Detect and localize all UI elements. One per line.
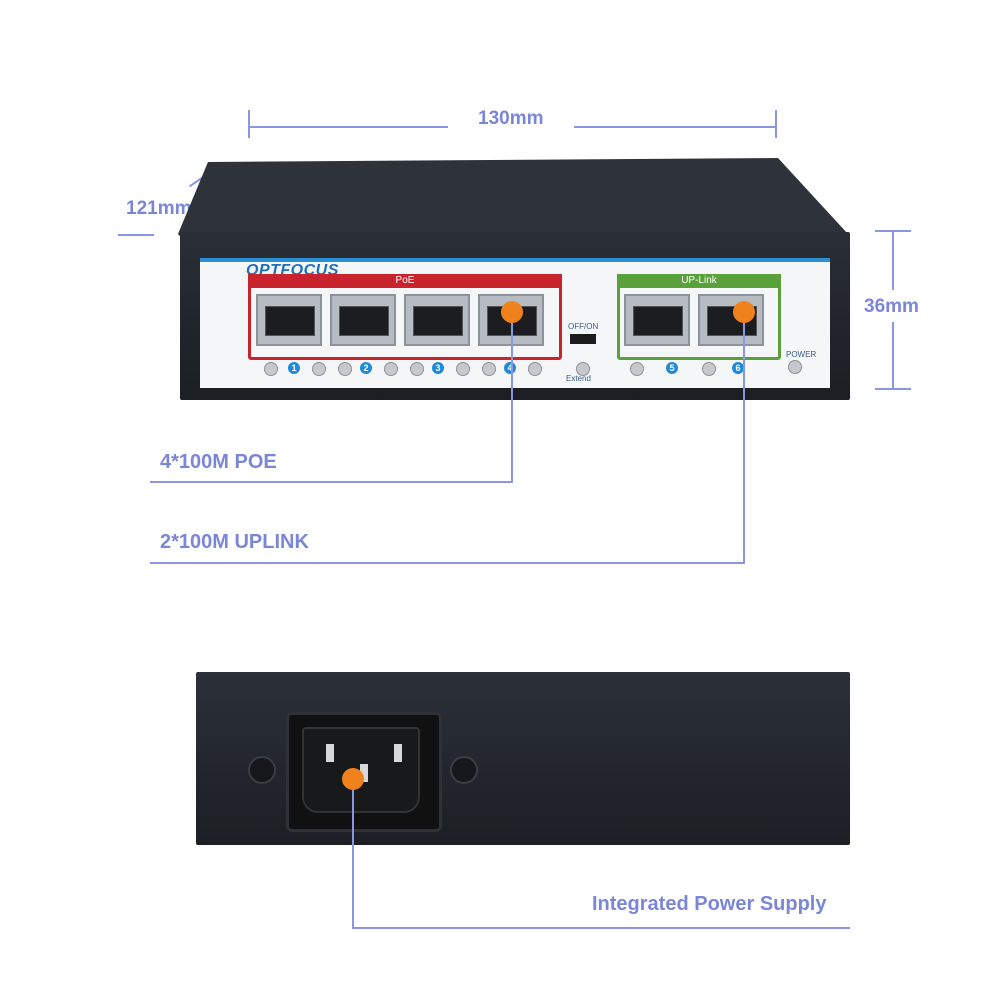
height-dim-line-bottom (892, 322, 894, 388)
dip-switch-label: OFF/ON (568, 322, 599, 331)
depth-dim-line-bottom (118, 234, 154, 236)
port-number-1: 1 (288, 362, 300, 374)
uplink-port-5 (624, 294, 690, 346)
power-pin-right (394, 744, 402, 762)
poe-callout-vertical (511, 312, 513, 482)
led (576, 362, 590, 376)
port-number-5: 5 (666, 362, 678, 374)
port-number-6: 6 (732, 362, 744, 374)
switch-top-surface (178, 158, 848, 236)
screw-icon (450, 756, 478, 784)
led (338, 362, 352, 376)
led (410, 362, 424, 376)
led (456, 362, 470, 376)
poe-callout-label: 4*100M POE (160, 451, 277, 473)
screw-icon (248, 756, 276, 784)
poe-marker (501, 301, 523, 323)
power-callout-vertical (352, 778, 354, 928)
power-pin-left (326, 744, 334, 762)
uplink-port-6 (698, 294, 764, 346)
width-dim-left-tick (248, 110, 250, 138)
poe-callout-horizontal (150, 481, 513, 483)
led (312, 362, 326, 376)
poe-port-2 (330, 294, 396, 346)
port-number-2: 2 (360, 362, 372, 374)
led (702, 362, 716, 376)
height-dimension-label: 36mm (864, 296, 919, 317)
width-dimension-label: 130mm (478, 108, 544, 129)
uplink-marker (733, 301, 755, 323)
height-dim-line-top (892, 230, 894, 290)
width-dim-right-tick (775, 110, 777, 138)
uplink-group-label: UP-Link (617, 274, 781, 288)
uplink-callout-vertical (743, 312, 745, 564)
led (528, 362, 542, 376)
poe-port-1 (256, 294, 322, 346)
port-number-4: 4 (504, 362, 516, 374)
depth-dimension-label: 121mm (126, 198, 192, 219)
height-dim-bottom-tick (875, 388, 911, 390)
power-callout-horizontal (352, 927, 850, 929)
extend-label: Extend (566, 374, 591, 383)
width-dim-line-right (574, 126, 776, 128)
uplink-callout-label: 2*100M UPLINK (160, 531, 309, 553)
poe-port-3 (404, 294, 470, 346)
led (630, 362, 644, 376)
power-callout-label: Integrated Power Supply (592, 893, 827, 915)
power-led (788, 360, 802, 374)
power-marker (342, 768, 364, 790)
poe-group-label: PoE (248, 274, 562, 288)
dip-switch (570, 334, 596, 344)
port-number-3: 3 (432, 362, 444, 374)
uplink-callout-horizontal (150, 562, 745, 564)
power-led-label: POWER (786, 350, 817, 359)
width-dim-line-left (250, 126, 448, 128)
power-pin-earth (360, 764, 368, 782)
led (264, 362, 278, 376)
led (384, 362, 398, 376)
led (482, 362, 496, 376)
